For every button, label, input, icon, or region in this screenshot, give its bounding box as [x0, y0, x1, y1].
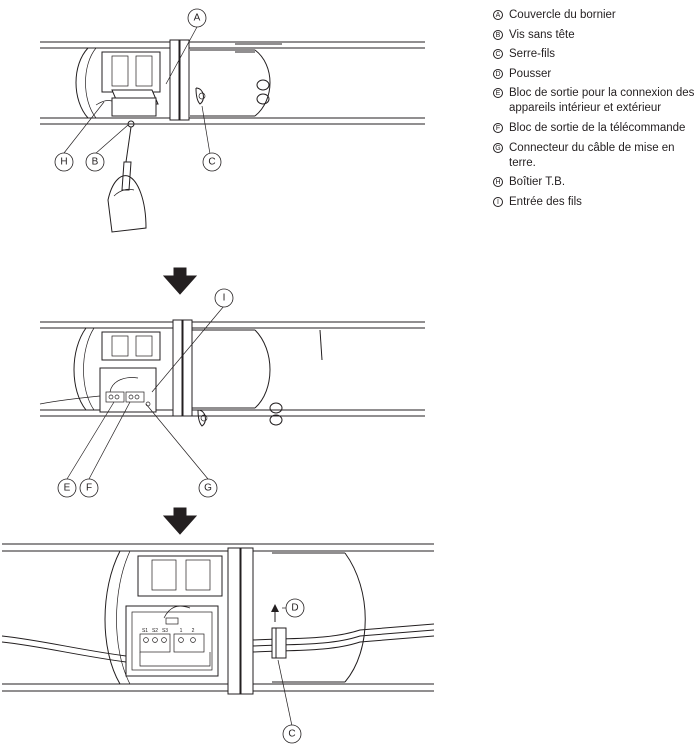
legend-item: B Vis sans tête: [493, 28, 699, 43]
callout-i: I: [214, 288, 234, 308]
svg-text:C: C: [208, 157, 215, 168]
legend-text: Vis sans tête: [509, 28, 575, 41]
legend-item: I Entrée des fils: [493, 195, 699, 210]
svg-text:S2: S2: [152, 628, 158, 634]
svg-text:G: G: [204, 483, 212, 494]
legend-text: Bloc de sortie pour la connexion des app…: [509, 87, 695, 115]
legend-marker: C: [493, 49, 503, 60]
callout-e: E: [57, 478, 77, 498]
callout-h: H: [54, 152, 74, 172]
svg-text:E: E: [64, 483, 71, 494]
callout-b: B: [85, 152, 105, 172]
callout-d: D: [285, 598, 305, 618]
legend-text: Pousser: [509, 67, 552, 80]
legend-marker: H: [493, 177, 503, 188]
step-arrow-1: [162, 267, 198, 295]
legend-text: Boîtier T.B.: [509, 176, 566, 189]
step-arrow-2: [162, 507, 198, 535]
legend-item: D Pousser: [493, 67, 699, 82]
legend-text: Connecteur du câble de mise en terre.: [509, 141, 675, 169]
callout-c-step3: C: [282, 724, 302, 744]
callout-a: A: [187, 8, 207, 28]
svg-text:S3: S3: [162, 628, 168, 634]
legend-marker: I: [493, 196, 503, 207]
legend-item: C Serre-fils: [493, 47, 699, 62]
legend-marker: E: [493, 88, 503, 99]
legend-list: A Couvercle du bornier B Vis sans tête C Se…: [493, 8, 699, 214]
svg-text:S1: S1: [142, 628, 148, 634]
legend-marker: G: [493, 142, 503, 153]
step2-illustration: [39, 305, 425, 480]
callout-group: A H B C I E F G D C: [54, 8, 305, 744]
legend-marker: F: [493, 122, 503, 133]
legend-item: H Boîtier T.B.: [493, 175, 699, 190]
legend-text: Bloc de sortie de la télécommande: [509, 121, 686, 134]
legend-marker: B: [493, 29, 503, 40]
svg-text:1: 1: [180, 628, 183, 634]
legend-marker: A: [493, 10, 503, 20]
legend-text: Couvercle du bornier: [509, 9, 616, 21]
legend-item: A Couvercle du bornier: [493, 8, 699, 23]
legend-item: E Bloc de sortie pour la connexion des ap…: [493, 86, 699, 116]
svg-text:H: H: [60, 157, 67, 168]
svg-text:D: D: [291, 603, 298, 614]
svg-text:F: F: [86, 483, 92, 494]
legend-item: F Bloc de sortie de la télécommande: [493, 121, 699, 136]
callout-c-step1: C: [202, 152, 222, 172]
legend-item: G Connecteur du câble de mise en terre.: [493, 141, 699, 171]
legend-text: Entrée des fils: [509, 195, 582, 208]
svg-text:2: 2: [192, 628, 195, 634]
legend-marker: D: [493, 68, 503, 79]
callout-f: F: [79, 478, 99, 498]
svg-text:B: B: [92, 157, 99, 168]
step3-illustration: S1 S2 S3 1 2: [1, 543, 435, 727]
legend-text: Serre-fils: [509, 48, 556, 61]
svg-text:A: A: [194, 13, 201, 24]
step1-illustration: [40, 26, 425, 233]
svg-text:C: C: [288, 729, 295, 740]
svg-text:I: I: [223, 293, 226, 304]
callout-g: G: [198, 478, 218, 498]
